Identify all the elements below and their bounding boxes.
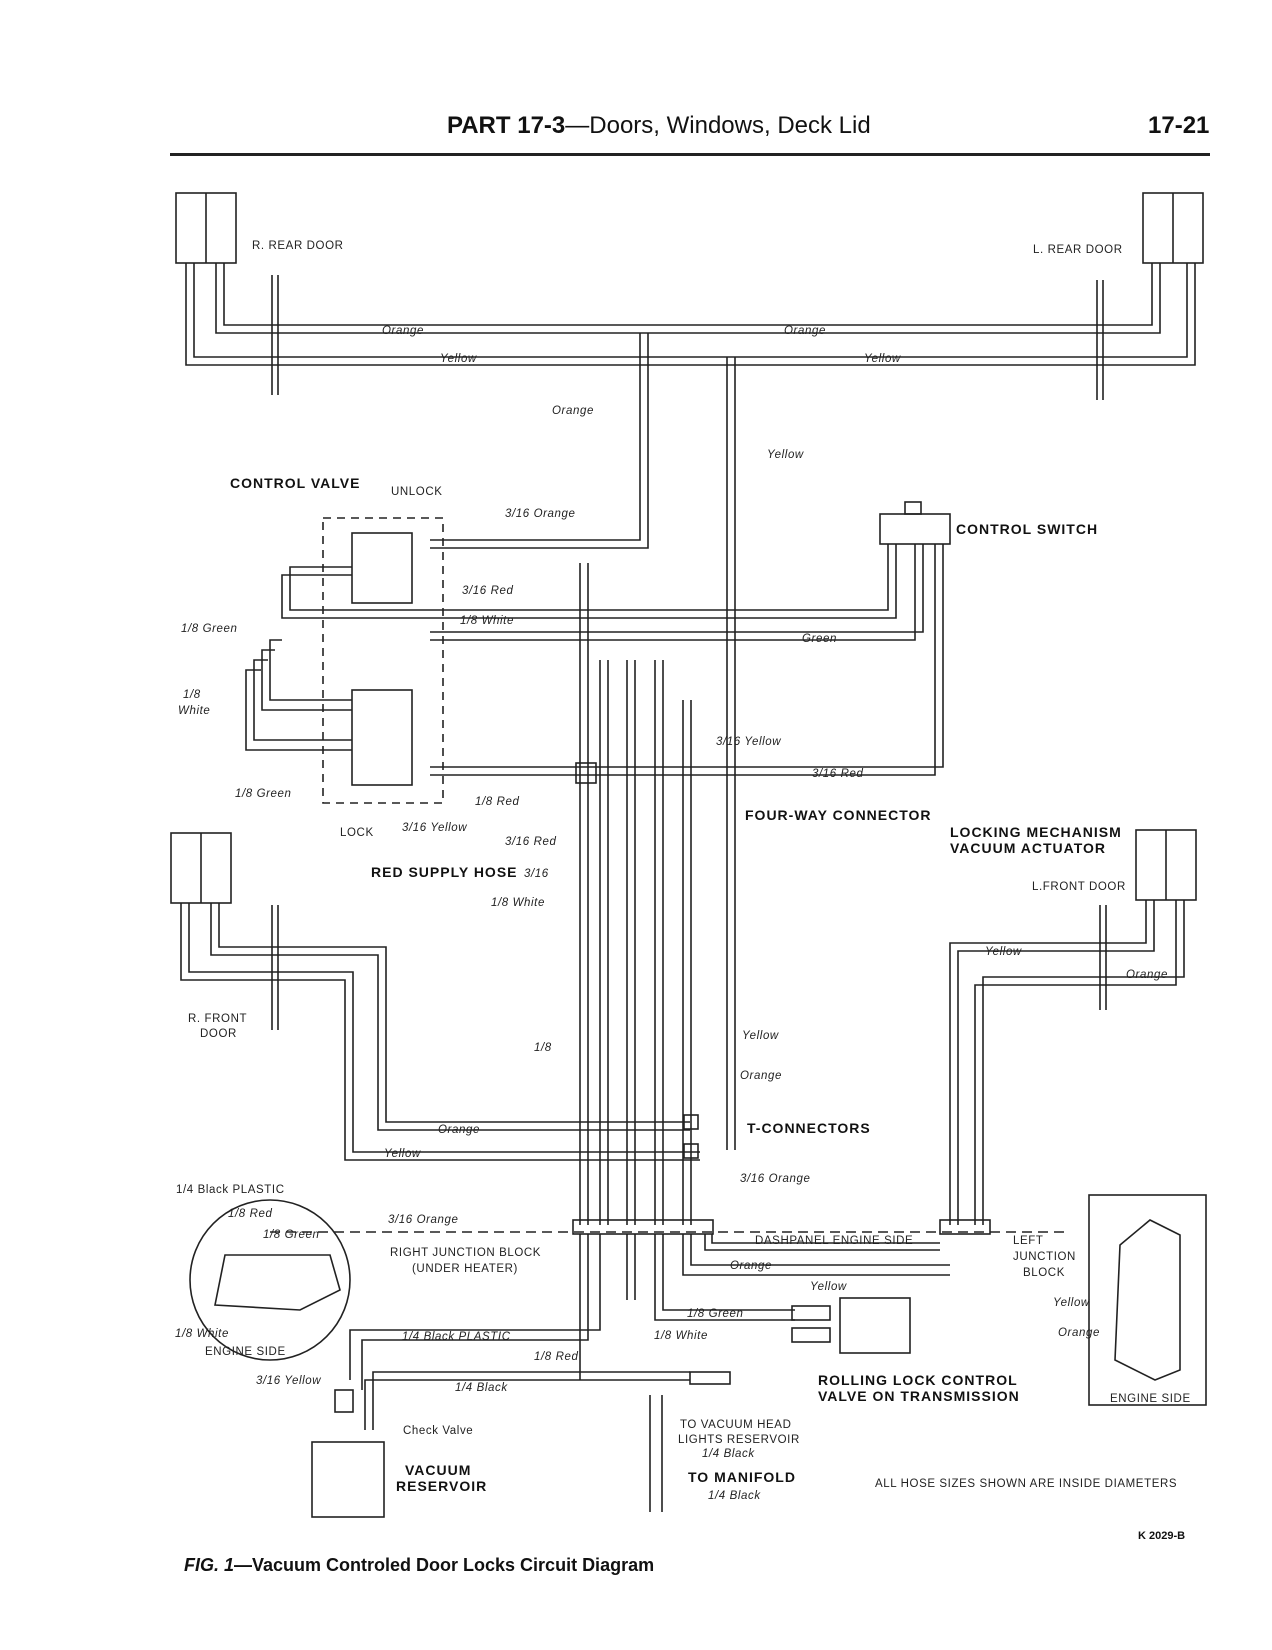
hose-lines: [170, 192, 1207, 1518]
label-orange-l-front: Orange: [1126, 969, 1168, 981]
label-1-8-trunk: 1/8: [534, 1042, 552, 1054]
label-1-8-green-junction: 1/8 Green: [263, 1229, 320, 1241]
label-control-switch: CONTROL SWITCH: [956, 521, 1098, 537]
label-yellow-l-front: Yellow: [985, 946, 1022, 958]
label-vacuum-reservoir-1: VACUUM: [405, 1462, 471, 1478]
label-l-rear-door: L. REAR DOOR: [1033, 244, 1123, 256]
label-3-16-yellow-valve: 3/16 Yellow: [402, 822, 467, 834]
label-left-junction-3: BLOCK: [1023, 1267, 1065, 1279]
label-yellow-left-junction: Yellow: [1053, 1297, 1090, 1309]
label-all-hose-sizes: ALL HOSE SIZES SHOWN ARE INSIDE DIAMETER…: [875, 1478, 1177, 1490]
label-1-8-white-left-a: 1/8: [183, 689, 201, 701]
label-1-8-white-junction: 1/8 White: [175, 1328, 229, 1340]
label-right-junction-2: (UNDER HEATER): [412, 1263, 518, 1275]
label-1-8-white-left-b: White: [178, 705, 210, 717]
label-yellow-top-left: Yellow: [440, 353, 477, 365]
label-orange-trunk: Orange: [552, 405, 594, 417]
label-engine-side-box: ENGINE SIDE: [1110, 1393, 1191, 1405]
page-number: 17-21: [1148, 112, 1210, 139]
label-red-supply-hose: RED SUPPLY HOSE: [371, 864, 518, 880]
label-1-8-red-junction: 1/8 Red: [228, 1208, 272, 1220]
label-1-8-red-supply: 1/8 Red: [534, 1351, 578, 1363]
label-right-junction-1: RIGHT JUNCTION BLOCK: [390, 1247, 541, 1259]
part-number: PART 17-3: [447, 112, 566, 139]
page-header-title: PART 17-3—Doors, Windows, Deck Lid: [447, 112, 871, 140]
label-1-4-black-plastic: 1/4 Black PLASTIC: [402, 1331, 511, 1343]
label-left-junction-2: JUNCTION: [1013, 1251, 1076, 1263]
label-1-4-black-plastic-left: 1/4 Black PLASTIC: [176, 1184, 285, 1196]
label-1-4-black: 1/4 Black: [455, 1382, 508, 1394]
label-1-8-white-rolling: 1/8 White: [654, 1330, 708, 1342]
figure-number: FIG. 1: [184, 1555, 235, 1575]
label-unlock: UNLOCK: [391, 486, 443, 498]
label-3-16-orange-valve: 3/16 Orange: [505, 508, 576, 520]
label-vacuum-reservoir-2: RESERVOIR: [396, 1478, 487, 1494]
label-to-vacuum-head-3: 1/4 Black: [702, 1448, 755, 1460]
label-control-valve: CONTROL VALVE: [230, 475, 360, 491]
label-to-manifold-2: 1/4 Black: [708, 1490, 761, 1502]
label-3-16-orange-t: 3/16 Orange: [740, 1173, 811, 1185]
label-1-8-white-valve: 1/8 White: [460, 615, 514, 627]
label-3-16-red-lower: 3/16 Red: [505, 836, 556, 848]
label-rolling-lock-2: VALVE ON TRANSMISSION: [818, 1388, 1020, 1404]
label-yellow-trunk: Yellow: [767, 449, 804, 461]
label-r-rear-door: R. REAR DOOR: [252, 240, 344, 252]
label-3-16-orange-junction: 3/16 Orange: [388, 1214, 459, 1226]
label-orange-junction: Orange: [730, 1260, 772, 1272]
label-dashpanel: DASHPANEL ENGINE SIDE: [755, 1235, 913, 1247]
label-to-vacuum-head-1: TO VACUUM HEAD: [680, 1419, 791, 1431]
diagram-labels: R. REAR DOOR L. REAR DOOR Orange Orange …: [175, 240, 1191, 1502]
label-locking-mechanism: LOCKING MECHANISM: [950, 824, 1122, 840]
label-orange-trunk-lower: Orange: [740, 1070, 782, 1082]
label-to-vacuum-head-2: LIGHTS RESERVOIR: [678, 1434, 800, 1446]
label-1-8-green-lower: 1/8 Green: [235, 788, 292, 800]
label-orange-r-front: Orange: [438, 1124, 480, 1136]
label-orange-top-left: Orange: [382, 325, 424, 337]
label-orange-top-right: Orange: [784, 325, 826, 337]
label-yellow-top-right: Yellow: [864, 353, 901, 365]
label-four-way-connector: FOUR-WAY CONNECTOR: [745, 807, 932, 823]
label-1-8-white-supply: 1/8 White: [491, 897, 545, 909]
figure-caption: FIG. 1—Vacuum Controled Door Locks Circu…: [184, 1555, 654, 1576]
header-rule: [170, 153, 1210, 156]
label-l-front-door: L.FRONT DOOR: [1032, 881, 1126, 893]
label-yellow-junction: Yellow: [810, 1281, 847, 1293]
label-3-16-yellow-junction: 3/16 Yellow: [256, 1375, 321, 1387]
figure-title: —Vacuum Controled Door Locks Circuit Dia…: [234, 1555, 655, 1575]
figure-code: K 2029-B: [1138, 1530, 1186, 1542]
label-yellow-r-front: Yellow: [384, 1148, 421, 1160]
label-t-connectors: T-CONNECTORS: [747, 1120, 871, 1136]
label-orange-left-junction: Orange: [1058, 1327, 1100, 1339]
label-red-supply-size: 3/16: [524, 868, 549, 880]
label-1-8-green-left: 1/8 Green: [181, 623, 238, 635]
label-1-8-green-rolling: 1/8 Green: [687, 1308, 744, 1320]
label-to-manifold-1: TO MANIFOLD: [688, 1469, 796, 1485]
label-3-16-red-valve: 3/16 Red: [462, 585, 513, 597]
label-engine-side: ENGINE SIDE: [205, 1346, 286, 1358]
label-r-front-door-2: DOOR: [200, 1028, 237, 1040]
label-vacuum-actuator: VACUUM ACTUATOR: [950, 840, 1106, 856]
label-1-8-red: 1/8 Red: [475, 796, 519, 808]
label-check-valve: Check Valve: [403, 1425, 473, 1437]
label-r-front-door-1: R. FRONT: [188, 1013, 247, 1025]
label-yellow-trunk-lower: Yellow: [742, 1030, 779, 1042]
label-3-16-yellow-right: 3/16 Yellow: [716, 736, 781, 748]
label-green: Green: [802, 633, 837, 645]
label-left-junction-1: LEFT: [1013, 1235, 1044, 1247]
label-3-16-red-right: 3/16 Red: [812, 768, 863, 780]
label-lock: LOCK: [340, 827, 374, 839]
part-title: —Doors, Windows, Deck Lid: [565, 112, 871, 139]
label-rolling-lock-1: ROLLING LOCK CONTROL: [818, 1372, 1018, 1388]
